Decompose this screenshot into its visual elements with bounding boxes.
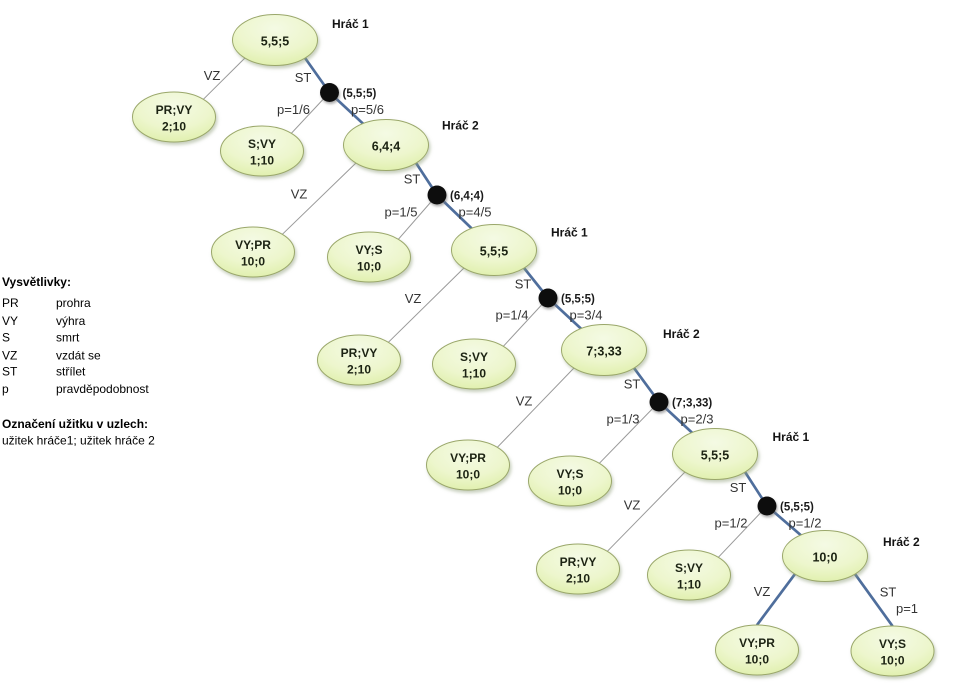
svg-text:2;10: 2;10 bbox=[566, 571, 590, 585]
svg-text:PR;VY: PR;VY bbox=[341, 346, 378, 360]
svg-text:smrt: smrt bbox=[56, 331, 80, 345]
svg-text:1;10: 1;10 bbox=[250, 153, 274, 167]
svg-text:2;10: 2;10 bbox=[347, 362, 371, 376]
svg-text:ST: ST bbox=[404, 172, 421, 187]
svg-text:VY;PR: VY;PR bbox=[739, 636, 775, 650]
svg-text:S;VY: S;VY bbox=[675, 561, 703, 575]
svg-text:7;3,33: 7;3,33 bbox=[586, 345, 621, 359]
svg-text:10;0: 10;0 bbox=[812, 551, 837, 565]
svg-text:1;10: 1;10 bbox=[462, 366, 486, 380]
svg-text:p=4/5: p=4/5 bbox=[459, 205, 492, 220]
svg-text:(5,5;5): (5,5;5) bbox=[343, 88, 377, 100]
svg-text:S: S bbox=[2, 331, 10, 345]
svg-text:užitek hráče1; užitek hráče 2: užitek hráče1; užitek hráče 2 bbox=[2, 434, 155, 448]
svg-text:střílet: střílet bbox=[56, 365, 86, 379]
svg-text:p=3/4: p=3/4 bbox=[570, 308, 603, 323]
svg-text:prohra: prohra bbox=[56, 296, 91, 310]
svg-text:10;0: 10;0 bbox=[241, 254, 265, 268]
svg-text:PR;VY: PR;VY bbox=[560, 555, 597, 569]
svg-text:VZ: VZ bbox=[405, 291, 422, 306]
svg-text:5,5;5: 5,5;5 bbox=[261, 35, 290, 49]
svg-text:Hráč 2: Hráč 2 bbox=[883, 535, 920, 549]
svg-text:vzdát se: vzdát se bbox=[56, 349, 101, 363]
svg-text:2;10: 2;10 bbox=[162, 119, 186, 133]
svg-text:(6,4;4): (6,4;4) bbox=[450, 191, 484, 203]
svg-text:pravděpodobnost: pravděpodobnost bbox=[56, 382, 149, 396]
svg-text:ST: ST bbox=[2, 365, 18, 379]
svg-text:1;10: 1;10 bbox=[677, 577, 701, 591]
svg-text:10;0: 10;0 bbox=[880, 653, 904, 667]
svg-text:ST: ST bbox=[624, 377, 641, 392]
svg-text:VZ: VZ bbox=[2, 349, 17, 363]
svg-text:6,4;4: 6,4;4 bbox=[372, 140, 401, 154]
svg-text:VY;S: VY;S bbox=[556, 467, 583, 481]
svg-text:Označení užitku v uzlech:: Označení užitku v uzlech: bbox=[2, 417, 148, 431]
svg-text:p=5/6: p=5/6 bbox=[351, 102, 384, 117]
svg-text:10;0: 10;0 bbox=[357, 259, 381, 273]
svg-text:VY;PR: VY;PR bbox=[235, 238, 271, 252]
svg-text:Hráč 2: Hráč 2 bbox=[442, 119, 479, 133]
svg-text:S;VY: S;VY bbox=[248, 137, 276, 151]
svg-text:(7;3,33): (7;3,33) bbox=[672, 398, 712, 410]
svg-text:PR;VY: PR;VY bbox=[156, 103, 193, 117]
svg-text:ST: ST bbox=[295, 70, 312, 85]
svg-text:ST: ST bbox=[515, 277, 532, 292]
svg-text:Vysvětlivky:: Vysvětlivky: bbox=[2, 275, 71, 289]
svg-text:VZ: VZ bbox=[516, 394, 533, 409]
svg-text:VY;S: VY;S bbox=[879, 637, 906, 651]
svg-text:p=1/4: p=1/4 bbox=[496, 308, 529, 323]
svg-text:VY;PR: VY;PR bbox=[450, 451, 486, 465]
svg-text:Hráč 1: Hráč 1 bbox=[332, 17, 369, 31]
svg-text:(5,5;5): (5,5;5) bbox=[780, 502, 814, 514]
svg-text:Hráč 1: Hráč 1 bbox=[773, 430, 810, 444]
svg-text:p=2/3: p=2/3 bbox=[681, 412, 714, 427]
svg-text:10;0: 10;0 bbox=[558, 483, 582, 497]
svg-text:ST: ST bbox=[730, 480, 747, 495]
svg-text:VZ: VZ bbox=[754, 584, 771, 599]
svg-text:PR: PR bbox=[2, 296, 19, 310]
svg-text:p=1/5: p=1/5 bbox=[385, 205, 418, 220]
svg-text:ST: ST bbox=[880, 585, 897, 600]
svg-text:Hráč 1: Hráč 1 bbox=[551, 226, 588, 240]
svg-text:výhra: výhra bbox=[56, 314, 86, 328]
svg-text:VZ: VZ bbox=[291, 187, 308, 202]
svg-text:5,5;5: 5,5;5 bbox=[480, 245, 509, 259]
svg-text:VZ: VZ bbox=[204, 68, 221, 83]
svg-text:(5,5;5): (5,5;5) bbox=[561, 294, 595, 306]
svg-text:p=1: p=1 bbox=[896, 601, 918, 616]
svg-text:VY;S: VY;S bbox=[355, 243, 382, 257]
svg-text:p: p bbox=[2, 382, 9, 396]
svg-text:Hráč 2: Hráč 2 bbox=[663, 327, 700, 341]
svg-text:VY: VY bbox=[2, 314, 18, 328]
svg-text:VZ: VZ bbox=[624, 498, 641, 513]
svg-text:p=1/3: p=1/3 bbox=[607, 412, 640, 427]
svg-text:10;0: 10;0 bbox=[745, 652, 769, 666]
svg-text:p=1/2: p=1/2 bbox=[789, 516, 822, 531]
svg-text:p=1/2: p=1/2 bbox=[715, 516, 748, 531]
svg-text:5,5;5: 5,5;5 bbox=[701, 449, 730, 463]
svg-text:10;0: 10;0 bbox=[456, 467, 480, 481]
svg-text:S;VY: S;VY bbox=[460, 350, 488, 364]
svg-text:p=1/6: p=1/6 bbox=[277, 102, 310, 117]
